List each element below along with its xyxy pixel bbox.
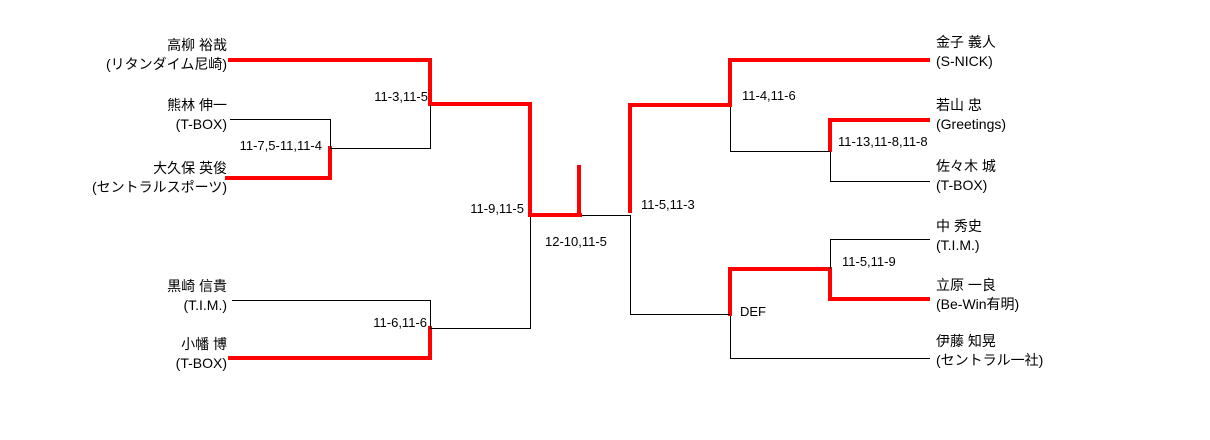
line-right-quarter-top-exit bbox=[628, 103, 732, 107]
player-name: 若山 忠 bbox=[936, 97, 982, 113]
player-name: 高柳 裕哉 bbox=[167, 37, 227, 53]
line-right-round1-top-joint bbox=[830, 152, 831, 181]
player-club: (S-NICK) bbox=[936, 53, 993, 69]
player-left-3: 大久保 英俊 (セントラルスポーツ) bbox=[92, 159, 227, 197]
line-final-right bbox=[582, 215, 630, 216]
line-right-round1-bottom-exit bbox=[728, 267, 832, 271]
player-name: 佐々木 城 bbox=[936, 158, 996, 174]
line-left-p1-entry bbox=[228, 58, 432, 62]
line-right-semifinal-winner bbox=[628, 103, 632, 213]
player-name: 中 秀史 bbox=[936, 218, 982, 234]
score-final: 12-10,11-5 bbox=[545, 234, 607, 249]
line-left-round1-winner bbox=[328, 146, 332, 180]
line-left-quarter-bottom-winner bbox=[428, 326, 432, 360]
line-right-p1-entry bbox=[728, 58, 930, 62]
line-left-quarter-bottom-joint bbox=[430, 300, 431, 328]
player-club: (リタンダイム尼崎) bbox=[105, 56, 227, 72]
player-club: (セントラル一社) bbox=[936, 352, 1044, 368]
score-left-round1: 11-7,5-11,11-4 bbox=[239, 138, 322, 153]
player-club: (T-BOX) bbox=[175, 355, 227, 371]
player-left-2: 熊林 伸一 (T-BOX) bbox=[167, 96, 227, 134]
line-left-p3-entry bbox=[225, 176, 332, 180]
player-club: (T-BOX) bbox=[175, 116, 227, 132]
line-left-semifinal-joint bbox=[530, 217, 531, 329]
line-right-round1-bottom-joint bbox=[830, 239, 831, 269]
player-right-4: 中 秀史 (T.I.M.) bbox=[936, 217, 982, 255]
line-left-p4-entry bbox=[232, 300, 430, 301]
player-club: (T.I.M.) bbox=[183, 297, 227, 313]
player-left-5: 小幡 博 (T-BOX) bbox=[176, 335, 227, 373]
score-left-quarter-bottom: 11-6,11-6 bbox=[373, 315, 427, 330]
line-right-round1-top-winner bbox=[828, 118, 832, 152]
line-right-p5-entry bbox=[828, 297, 930, 301]
player-name: 小幡 博 bbox=[181, 336, 227, 352]
line-left-semifinal-winner bbox=[528, 102, 532, 217]
player-club: (T.I.M.) bbox=[936, 237, 980, 253]
line-left-quarter-top-winner bbox=[428, 58, 432, 106]
line-right-p6-entry bbox=[730, 358, 930, 359]
line-right-quarter-bottom-exit bbox=[630, 314, 730, 315]
score-left-semifinal: 11-9,11-5 bbox=[470, 201, 524, 216]
player-right-6: 伊藤 知晃 (セントラル一社) bbox=[936, 332, 1043, 370]
player-right-5: 立原 一良 (Be-Win有明) bbox=[936, 276, 1019, 314]
line-right-quarter-bottom-joint bbox=[730, 316, 731, 358]
line-left-quarter-top-exit bbox=[428, 102, 532, 106]
score-right-round1-top: 11-13,11-8,11-8 bbox=[838, 134, 928, 149]
line-right-quarter-bottom-winner bbox=[728, 267, 732, 316]
player-club: (T-BOX) bbox=[936, 177, 988, 193]
player-name: 伊藤 知晃 bbox=[936, 333, 996, 349]
player-right-1: 金子 義人 (S-NICK) bbox=[936, 33, 996, 71]
line-final-left bbox=[528, 213, 582, 217]
player-left-4: 黒崎 信貴 (T.I.M.) bbox=[167, 277, 227, 315]
line-champion bbox=[577, 165, 581, 217]
line-right-round1-bottom-winner bbox=[828, 267, 832, 301]
line-left-quarter-top-joint bbox=[430, 105, 431, 149]
player-right-3: 佐々木 城 (T-BOX) bbox=[936, 157, 996, 195]
player-left-1: 高柳 裕哉 (リタンダイム尼崎) bbox=[106, 36, 227, 74]
player-name: 大久保 英俊 bbox=[153, 160, 227, 176]
player-club: (セントラルスポーツ) bbox=[91, 179, 227, 195]
line-right-semifinal-joint bbox=[630, 215, 631, 314]
line-right-p3-entry bbox=[830, 181, 930, 182]
line-right-p4-entry bbox=[830, 239, 930, 240]
line-left-p2-entry bbox=[230, 119, 330, 120]
line-left-p5-entry bbox=[228, 356, 432, 360]
player-name: 熊林 伸一 bbox=[167, 97, 227, 113]
score-right-semifinal: 11-5,11-3 bbox=[641, 197, 695, 212]
line-left-quarter-bottom-exit bbox=[430, 328, 530, 329]
line-left-round1-exit bbox=[330, 148, 430, 149]
player-club: (Be-Win有明) bbox=[936, 296, 1020, 312]
player-right-2: 若山 忠 (Greetings) bbox=[936, 96, 1006, 134]
line-right-p2-entry bbox=[830, 118, 930, 122]
line-right-quarter-top-joint bbox=[730, 107, 731, 151]
score-right-quarter-top: 11-4,11-6 bbox=[742, 88, 796, 103]
line-right-quarter-top-winner bbox=[728, 58, 732, 107]
line-left-round1-joint bbox=[330, 119, 331, 148]
score-left-quarter-top: 11-3,11-5 bbox=[374, 89, 428, 104]
player-club: (Greetings) bbox=[936, 116, 1007, 132]
score-right-quarter-bottom: DEF bbox=[740, 304, 766, 319]
line-right-round1-top-exit bbox=[730, 151, 830, 152]
player-name: 立原 一良 bbox=[936, 277, 996, 293]
player-name: 黒崎 信貴 bbox=[167, 278, 227, 294]
player-name: 金子 義人 bbox=[936, 34, 996, 50]
score-right-round1-bottom: 11-5,11-9 bbox=[842, 254, 896, 269]
